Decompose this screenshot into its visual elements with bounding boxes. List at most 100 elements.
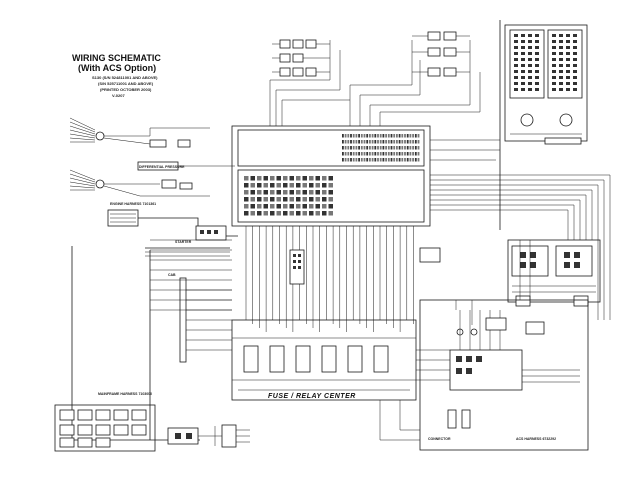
panel-pin [521,34,525,37]
controller-pin [377,158,379,162]
controller-pin [250,190,255,195]
controller-pin [350,146,352,150]
controller-pin [328,190,333,195]
controller-pin [417,146,420,150]
controller-pin [328,183,333,188]
controller-pin [398,134,401,138]
panel-pin [552,70,556,73]
controller-pin [352,158,355,162]
controller-pin [393,146,396,150]
controller-pin [417,158,420,162]
fuse-relay-center-label: FUSE / RELAY CENTER [268,393,356,400]
right-wire-bundle [430,174,611,320]
controller-pin [414,140,417,144]
controller-pin [396,134,398,138]
controller-pin [296,197,301,202]
controller-pin [390,158,393,162]
panel-pin [521,70,525,73]
controller-pin [283,197,288,202]
controller-pin [342,140,344,144]
controller-pin [296,190,301,195]
right-middle-modules [507,239,601,307]
controller-pin [396,152,398,156]
controller-pin [366,146,369,150]
panel-pin [521,40,525,43]
controller-pins-bottom [244,176,333,216]
controller-pin [276,197,281,202]
panel-pin [573,46,577,49]
controller-pin [257,197,262,202]
controller-pin [322,183,327,188]
controller-pin [328,211,333,216]
controller-pin [374,152,377,156]
controller-pin [385,146,387,150]
panel-pin [552,64,556,67]
controller-pin [352,140,355,144]
panel-pin [535,46,539,49]
controller-pin [412,152,414,156]
controller-pin [409,146,412,150]
panel-pin [559,46,563,49]
panel-pin [573,70,577,73]
panel-pin [566,58,570,61]
controller-pin [377,140,379,144]
controller-pin [257,176,262,181]
lower-switch-cluster [167,424,250,448]
controller-pin [360,158,363,162]
panel-pin [535,34,539,37]
panel-pin [559,82,563,85]
controller-pin [355,140,358,144]
panel-pin [521,52,525,55]
panel-pin [573,52,577,55]
panel-pin [552,82,556,85]
controller-pin [344,158,347,162]
panel-pin [528,40,532,43]
controller-pin [401,158,404,162]
controller-pin [283,204,288,209]
panel-pin [566,64,570,67]
controller-pin [302,176,307,181]
panel-pin [521,64,525,67]
controller-pin [369,140,371,144]
controller-pin [270,197,275,202]
controller-pin [296,204,301,209]
controller-pin [283,183,288,188]
controller-pin [398,158,401,162]
controller-pin [387,146,390,150]
panel-pin [552,58,556,61]
controller-pin [360,140,363,144]
controller-pin [244,211,249,216]
controller-pin [302,197,307,202]
controller-pin [374,146,377,150]
controller-pin [328,197,333,202]
controller-pin [417,134,420,138]
controller-pin [344,146,347,150]
panel-pin [514,46,518,49]
panel-pin [535,52,539,55]
controller-pin [342,152,344,156]
controller-pin [387,134,390,138]
starter-label: STARTER [175,240,192,244]
controller-pin [296,183,301,188]
panel-pin [528,70,532,73]
controller-pin [393,134,396,138]
controller-pin [322,204,327,209]
fuse-relay-center: FUSE / RELAY CENTER [231,319,417,401]
panel-pin [528,76,532,79]
controller-pin [393,152,396,156]
panel-pin [559,70,563,73]
panel-pin [566,34,570,37]
controller-pin [315,204,320,209]
controller-pin [250,211,255,216]
controller-pin [371,158,374,162]
controller-pin [404,146,406,150]
panel-pin [552,88,556,91]
panel-pin [573,40,577,43]
connector-label: CONNECTOR [428,437,451,441]
panel-pin [559,76,563,79]
controller-pin [398,140,401,144]
panel-pin [535,88,539,91]
controller-pin [398,146,401,150]
controller-pin [358,140,360,144]
controller-pin [404,152,406,156]
